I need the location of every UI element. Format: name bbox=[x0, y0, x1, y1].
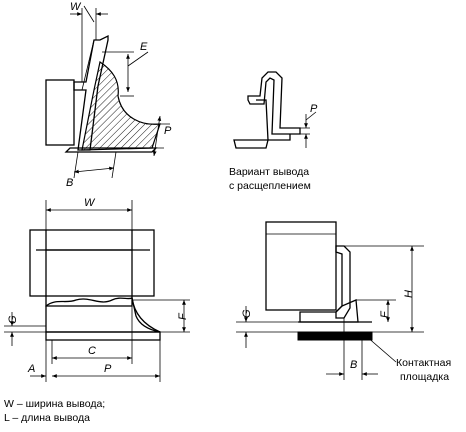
board-front bbox=[45, 331, 161, 341]
label-P-variant: P bbox=[310, 103, 318, 115]
component-body-front bbox=[29, 229, 155, 297]
legend-line1: W – ширина вывода; bbox=[4, 398, 105, 410]
contact-caption-line1: Контактная bbox=[396, 357, 451, 369]
board-section bbox=[64, 147, 158, 153]
lead-side bbox=[335, 245, 351, 319]
label-B-side: B bbox=[350, 359, 357, 371]
label-P-front: P bbox=[104, 363, 112, 375]
split-lead-outline bbox=[247, 71, 301, 135]
label-W-front: W bbox=[84, 197, 96, 209]
section-view: W E P B bbox=[45, 1, 172, 189]
legend: W – ширина вывода; L – длина вывода bbox=[4, 398, 105, 424]
component-body-side bbox=[265, 221, 337, 311]
contact-caption-line2: площадка bbox=[400, 371, 449, 383]
contact-pad bbox=[297, 331, 373, 341]
label-G-front: G bbox=[7, 315, 19, 324]
component-body-section bbox=[45, 79, 75, 146]
label-G-side: G bbox=[241, 309, 253, 318]
label-F-side: F bbox=[379, 310, 391, 318]
label-P-top: P bbox=[164, 125, 172, 137]
label-A: A bbox=[27, 363, 35, 375]
label-E: E bbox=[140, 41, 148, 53]
legend-line2: L – длина вывода bbox=[4, 412, 90, 424]
lead-front bbox=[45, 249, 133, 307]
variant-caption-line1: Вариант вывода bbox=[229, 166, 309, 178]
label-H: H bbox=[403, 290, 415, 298]
split-lead-variant: P Вариант вывода с расщеплением bbox=[229, 71, 318, 192]
label-B-top: B bbox=[66, 177, 73, 189]
label-F-front: F bbox=[177, 312, 189, 320]
front-view: W G F C A P bbox=[4, 197, 190, 382]
solder-fillet bbox=[81, 61, 161, 151]
variant-caption-line2: с расщеплением bbox=[229, 180, 311, 192]
label-C: C bbox=[88, 345, 96, 357]
label-W-top: W bbox=[70, 1, 82, 13]
side-view: H F G B Контактная площадка bbox=[236, 221, 451, 383]
